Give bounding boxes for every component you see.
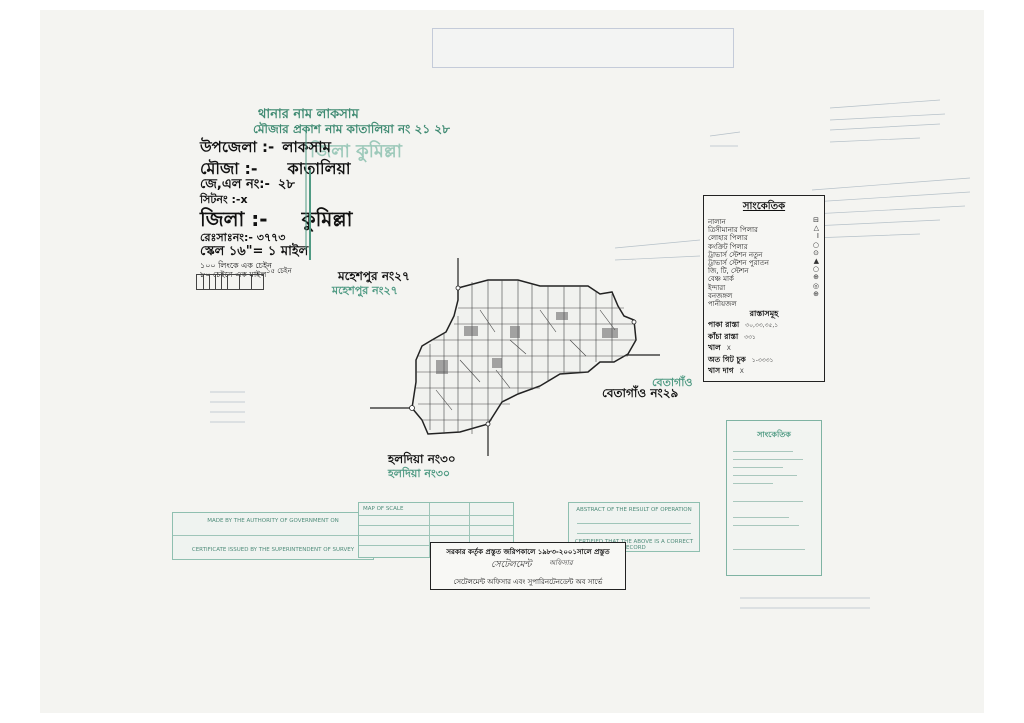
mouza-map <box>210 99 971 609</box>
legend-title: সাংকেতিক <box>742 201 786 212</box>
road-item-code: ৩৩১ <box>744 333 756 341</box>
roads-title: রাস্তাসমূহ <box>749 309 779 318</box>
mouza-value: কাতালিয়া <box>287 159 351 178</box>
legend-symbol-icon: ⊟ <box>813 216 819 224</box>
legend-item: জি, টি, স্টেশন <box>708 267 749 276</box>
authority-table-line-1: MADE BY THE AUTHORITY OF GOVERNMENT ON <box>207 518 339 524</box>
officer-signature: সেটেলমেন্ট <box>491 560 532 570</box>
sheet-number: সিটনং :-x <box>200 193 248 206</box>
thana-name: থানার নাম লাকসাম <box>258 107 359 122</box>
certificate-line-3: সেটেলমেন্ট অফিসার এবং সুপারিনটেনডেন্ট অব… <box>453 578 603 586</box>
legend-symbol-icon: ⊙ <box>813 248 819 257</box>
district-label: জিলা :- <box>200 207 268 231</box>
officer-signature-2: অফিসার <box>549 559 573 567</box>
legend-item: ট্রাভার্স স্টেশন পুরাতন <box>708 259 769 267</box>
green-legend-title: সাংকেতিক <box>757 430 791 439</box>
road-item-code: X <box>739 368 744 375</box>
authority-table-line-2: CERTIFICATE ISSUED BY THE SUPERINTENDENT… <box>191 547 355 553</box>
scale-label: স্কেল ১৬"= ১ মাইল <box>200 244 309 259</box>
legend-symbol-icon: ⊕ <box>813 273 819 282</box>
legend-item: বেঞ্চ মার্ক <box>708 275 734 284</box>
chain-line-1: ১০০ লিংকে এক চেইন <box>200 261 272 270</box>
jl-label: জে,এল নং:- <box>200 177 270 192</box>
operation-table-line-2: CERTIFIED THAT THE ABOVE IS A CORRECT RE… <box>574 539 694 551</box>
legend-symbol-icon: ○ <box>812 265 819 274</box>
legend-item: পানীয়জল <box>708 300 737 308</box>
legend-item: বনজঙ্গল <box>708 291 733 300</box>
road-item: পাকা রাস্তা ৩০,৩৩,৩৫,১ <box>708 320 778 332</box>
mouza-label: মৌজা :- <box>200 159 258 178</box>
plot-grid <box>416 280 636 434</box>
legend-item: লোহার পিলার <box>708 234 748 243</box>
road-item-label: খাল <box>708 343 721 352</box>
legend-item: ট্রাভার্স স্টেশন নতুন <box>708 250 763 259</box>
scale-table-line-1: MAP OF SCALE <box>363 506 404 512</box>
legend-item: ইন্দারা <box>708 283 726 292</box>
legend-box: সাংকেতিক নালান ⊟ ত্রিসীমানার পিলার △ লোহার প… <box>703 195 825 382</box>
mouza-publication-name: মৌজার প্রকাশ নাম কাতালিয়া নং ২১ ২৮ <box>253 122 450 136</box>
road-item-label: অত গিট চুক <box>708 354 746 364</box>
legend-symbol-icon: △ <box>813 224 819 233</box>
road-item: কাঁচা রাস্তা ৩৩১ <box>708 332 756 344</box>
north-mouza-label-green: মহেশপুর নং২৭ <box>332 284 398 297</box>
pencil-annotations <box>210 99 971 609</box>
south-mouza-label: হলদিয়া নং৩০ <box>388 452 456 466</box>
legend-symbol-icon: ◎ <box>812 281 819 290</box>
map-sheet: থানার নাম লাকসাম মৌজার প্রকাশ নাম কাতালি… <box>40 10 984 713</box>
green-legend-box: সাংকেতিক <box>726 420 822 576</box>
road-item: খাস দাগ X <box>708 366 744 378</box>
jl-row: জে,এল নং:- ২৮ <box>200 175 295 196</box>
legend-symbol-icon: ▲ <box>813 257 819 265</box>
north-mouza-label: মহেশপুর নং২৭ <box>338 269 410 283</box>
legend-symbol-icon: ○ <box>812 240 819 249</box>
authority-table: MADE BY THE AUTHORITY OF GOVERNMENT ON C… <box>172 512 374 560</box>
upazila-value: লাকসাম <box>282 138 331 156</box>
mouza-boundary <box>411 279 637 435</box>
settlement-clusters <box>436 312 618 374</box>
top-ghost-table <box>432 28 734 68</box>
upazila-row: উপজেলা :- লাকসাম <box>200 136 331 161</box>
ghost-district-label: জিলা কুমিল্লা <box>310 141 402 162</box>
road-item-label: খাস দাগ <box>708 366 734 375</box>
rs-sheet-number: রেঃসাঃনং:- ৩৭৭৩ <box>200 231 286 244</box>
south-mouza-label-green: হলদিয়া নং৩০ <box>388 467 451 480</box>
road-item-label: পাকা রাস্তা <box>708 320 740 329</box>
road-item: খাল X <box>708 343 731 355</box>
operation-table-line-1: ABSTRACT OF THE RESULT OF OPERATION <box>576 507 692 513</box>
certificate-line-1: সরকার কর্তৃক প্রস্তুত জরিপকালে ১৯৮৩-২০০১… <box>446 548 610 556</box>
road-item: অত গিট চুক ১-৩৩৩১ <box>708 355 773 367</box>
legend-item: নালান <box>708 218 726 226</box>
upazila-label: উপজেলা :- <box>200 138 275 156</box>
road-item-label: কাঁচা রাস্তা <box>708 331 739 341</box>
legend-item: কংক্রিট পিলার <box>708 242 748 251</box>
mouza-row: মৌজা :- কাতালিয়া <box>200 156 351 183</box>
east-mouza-label-green: বেতাগাঁও <box>652 376 693 389</box>
road-item-code: ৩০,৩৩,৩৫,১ <box>745 322 779 329</box>
legend-item: ত্রিসীমানার পিলার <box>708 226 758 235</box>
scale-bar <box>196 274 264 290</box>
scale-chain-label: ১৫ চেইন <box>266 267 292 275</box>
jl-value: ২৮ <box>277 177 295 192</box>
road-item-code: ১-৩৩৩১ <box>751 356 774 364</box>
legend-symbol-icon: I <box>816 232 819 241</box>
east-mouza-label: বেতাগাঁও নং২৯ <box>602 386 679 400</box>
certificate-box: সরকার কর্তৃক প্রস্তুত জরিপকালে ১৯৮৩-২০০১… <box>430 542 626 590</box>
road-item-code: X <box>726 345 731 352</box>
legend-symbol-icon: ⊕ <box>813 289 819 298</box>
survey-markers <box>409 285 637 427</box>
